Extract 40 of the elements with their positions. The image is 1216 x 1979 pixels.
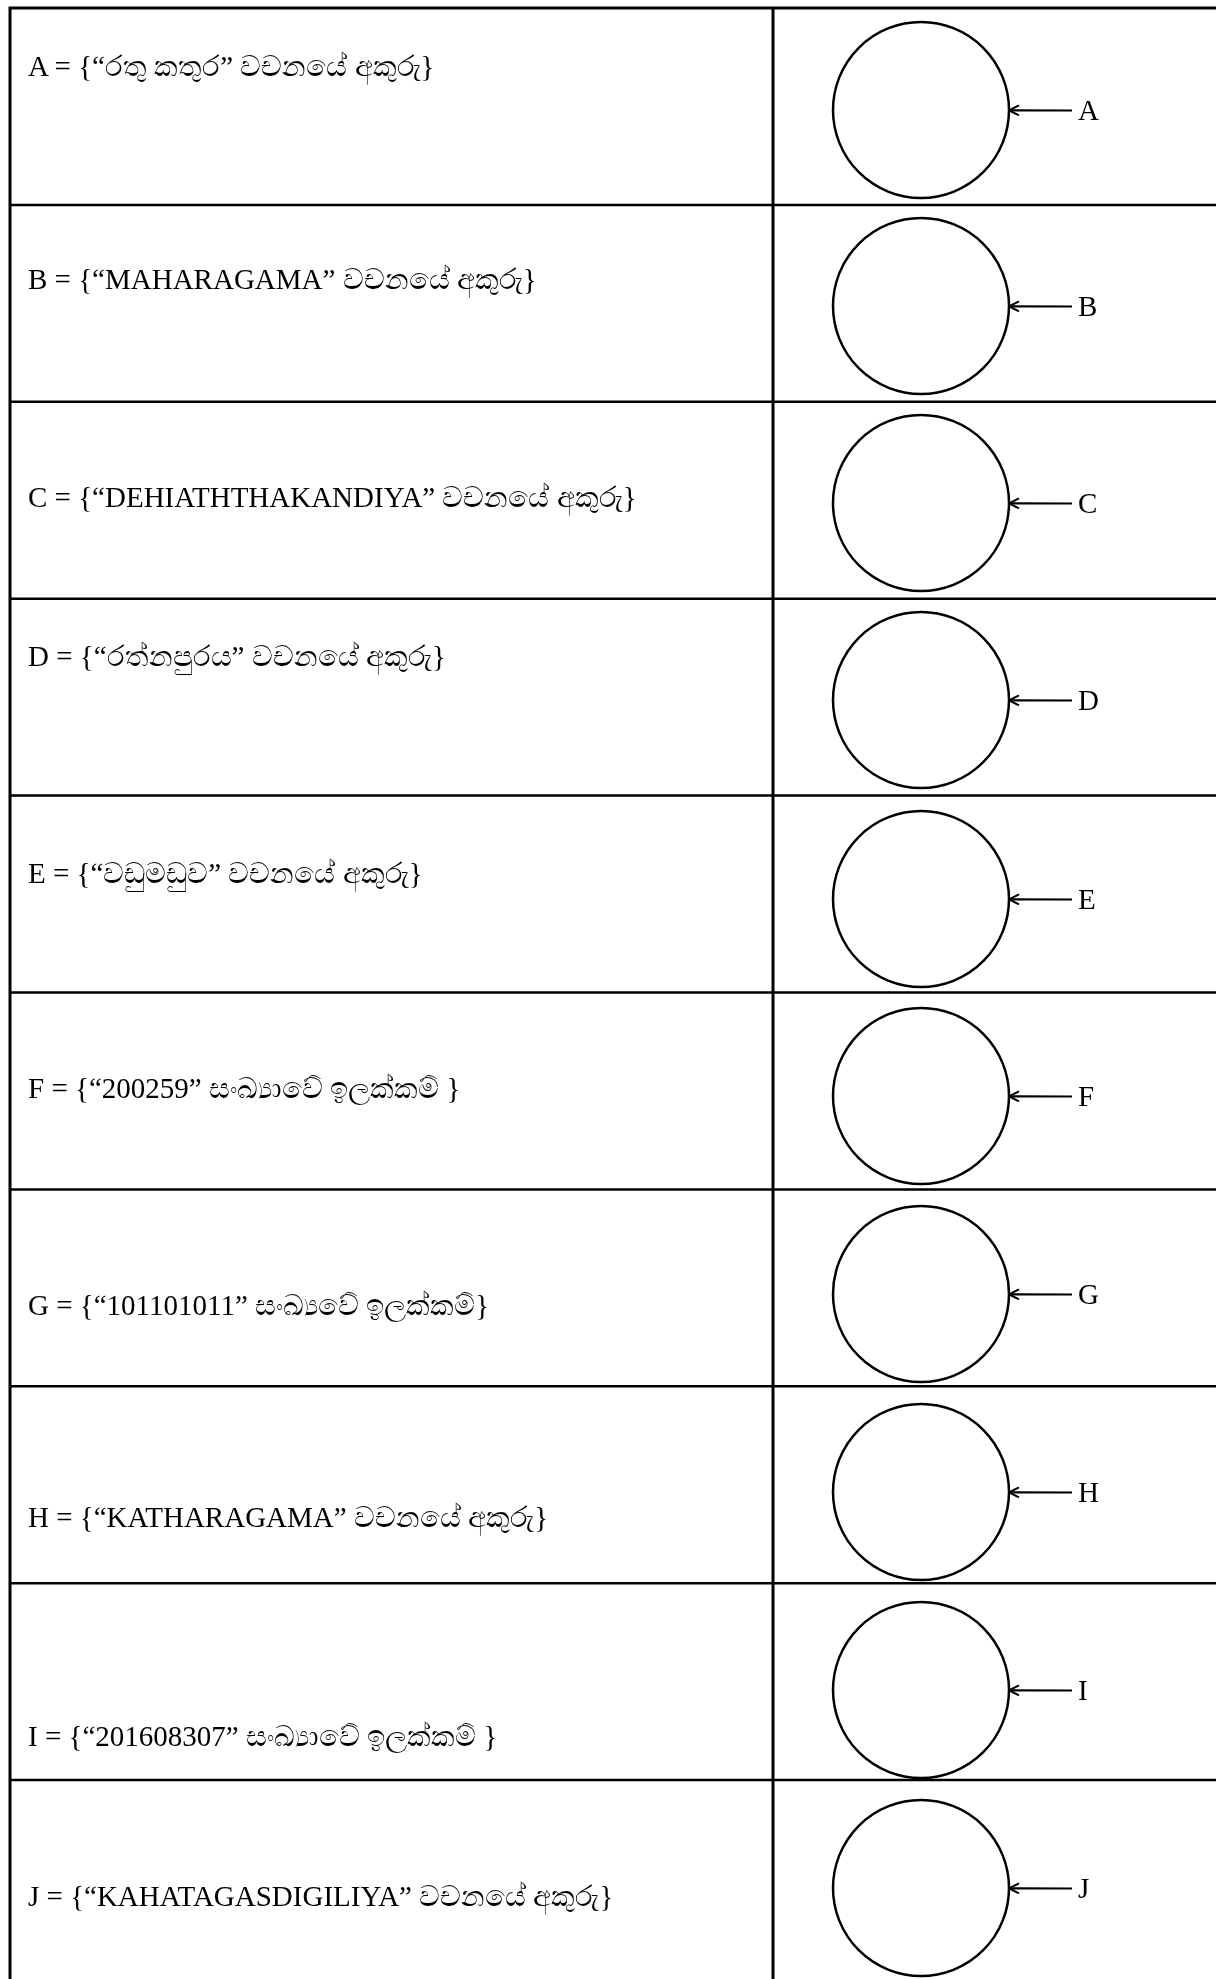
empty-circle [831,1798,1011,1978]
arrow [1008,1684,1072,1697]
empty-circle [831,1204,1011,1384]
set-definition: E = {“වඩුමඩුව” වචනයේ අකුරු} [28,856,768,891]
set-definition: J = {“KAHATAGASDIGILIYA” වචනයේ අකුරු} [28,1879,768,1914]
arrow [1008,104,1072,117]
set-definition: A = {“රතු කතුර” වචනයේ අකුරු} [28,49,768,84]
empty-circle [831,1402,1011,1582]
set-letter: C [1078,489,1098,518]
arrow [1008,1090,1072,1103]
set-letter: A [1078,96,1099,125]
empty-circle [831,413,1011,593]
empty-circle [831,1006,1011,1186]
empty-circle [831,216,1011,396]
set-letter: D [1078,686,1099,715]
arrow [1008,300,1072,313]
set-definition: F = {“200259” සංඛ්‍යාවේ ඉලක්කම් } [28,1071,462,1106]
set-letter: G [1078,1280,1099,1309]
set-definition: H = {“KATHARAGAMA” වචනයේ අකුරු} [28,1500,768,1535]
empty-circle [831,610,1011,790]
arrow [1008,1486,1072,1499]
set-letter: E [1078,885,1096,914]
set-definition: C = {“DEHIATHTHAKANDIYA” වචනයේ අකුරු} [28,480,768,515]
arrow [1008,1882,1072,1895]
set-letter: B [1078,292,1098,321]
set-letter: J [1078,1874,1090,1903]
arrow [1008,497,1072,510]
set-letter: H [1078,1478,1099,1507]
arrow [1008,893,1072,906]
set-letter: I [1078,1676,1088,1705]
empty-circle [831,20,1011,200]
arrow [1008,694,1072,707]
empty-circle [831,1600,1011,1780]
set-letter: F [1078,1082,1095,1111]
empty-circle [831,809,1011,989]
set-definition: I = {“201608307” සංඛ්‍යාවේ ඉලක්කම් } [28,1719,499,1754]
arrow [1008,1288,1072,1301]
set-definition: G = {“101101011” සංඛ්‍යවේ ඉලක්කම්} [28,1288,491,1323]
set-definition: B = {“MAHARAGAMA” වචනයේ අකුරු} [28,262,768,297]
set-definition: D = {“රත්නපුරය” වචනයේ අකුරු} [28,639,768,674]
